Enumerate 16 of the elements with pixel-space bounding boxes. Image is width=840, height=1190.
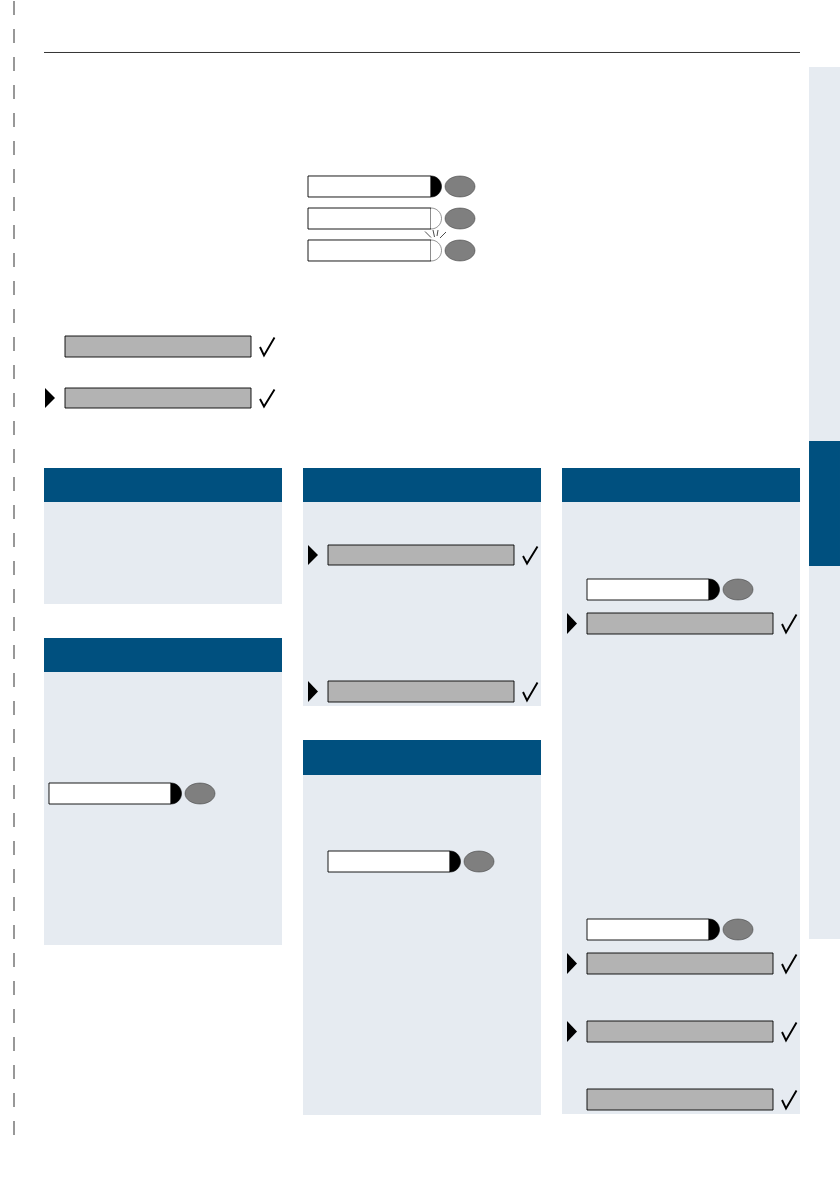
key-field [48,782,172,805]
display-field [586,952,774,975]
display-field [64,387,252,409]
display-field [586,1020,774,1043]
key-field [307,175,432,198]
display-field [327,544,515,566]
key-field [586,578,710,601]
panel [44,468,282,604]
display-field [586,1088,774,1111]
panel [303,740,541,1115]
key-field [327,850,451,873]
panel [44,638,282,945]
key-field [586,918,710,941]
display-field [327,680,515,703]
display-field [64,335,252,358]
display-field [586,612,774,635]
